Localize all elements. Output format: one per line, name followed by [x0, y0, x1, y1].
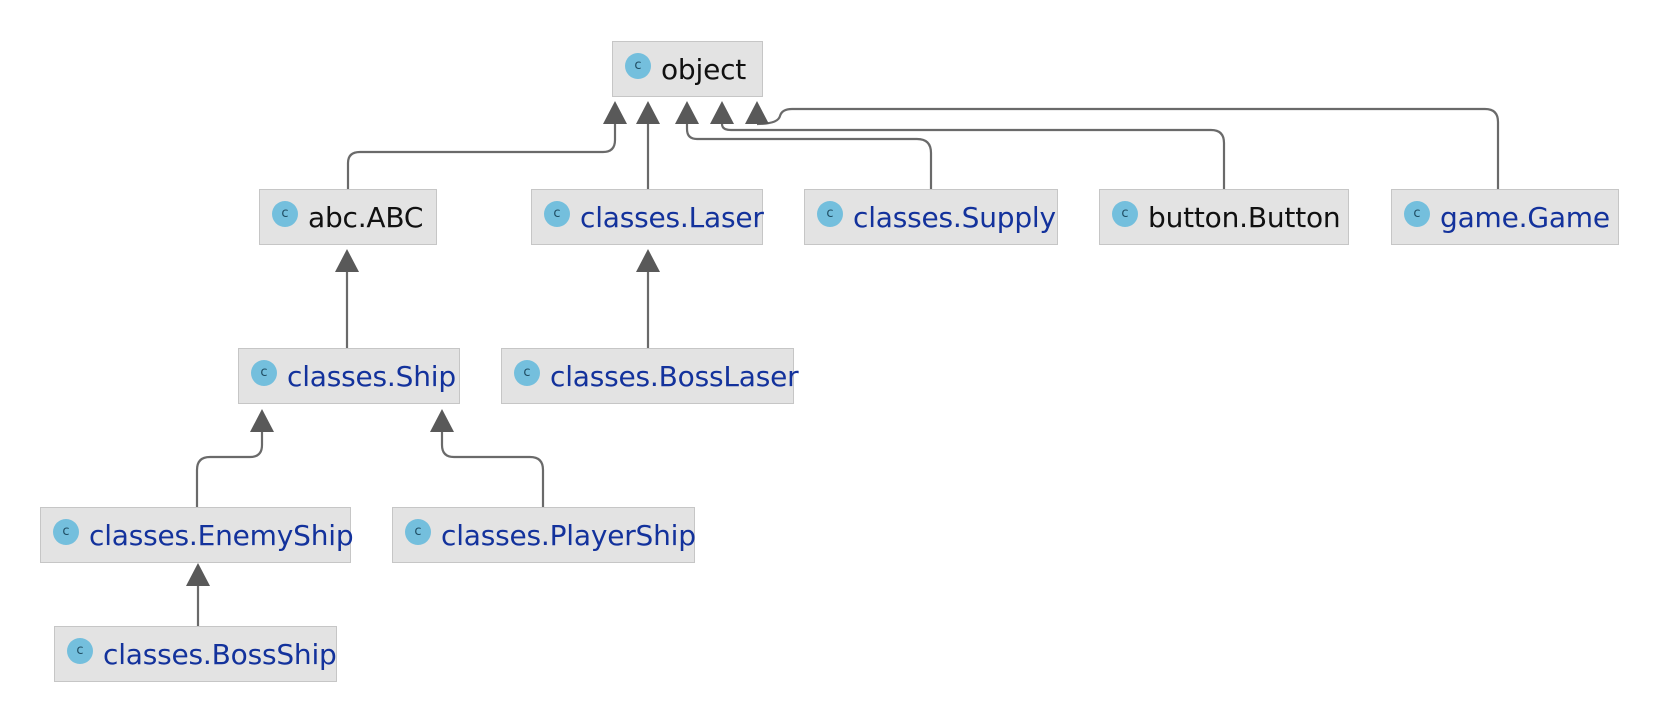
arrowhead-game-object: [745, 101, 769, 124]
class-icon: c: [514, 360, 540, 386]
class-icon: c: [625, 53, 651, 79]
class-icon: c: [251, 360, 277, 386]
edge-player-to-ship: [440, 432, 545, 507]
class-label: classes.PlayerShip: [441, 518, 696, 552]
class-icon: c: [67, 638, 93, 664]
arrowhead-bosslaser-laser: [636, 249, 660, 272]
class-label: classes.Supply: [853, 200, 1056, 234]
class-node-abc-abc[interactable]: c abc.ABC: [259, 189, 437, 245]
class-node-ship[interactable]: c classes.Ship: [238, 348, 460, 404]
class-node-supply[interactable]: c classes.Supply: [804, 189, 1058, 245]
class-node-boss-laser[interactable]: c classes.BossLaser: [501, 348, 799, 404]
edge-game-to-object: [756, 107, 1500, 189]
arrowhead-abc-object: [603, 101, 627, 124]
class-node-object[interactable]: c object: [612, 41, 763, 97]
class-icon: c: [1112, 201, 1138, 227]
class-node-enemy-ship[interactable]: c classes.EnemyShip: [40, 507, 354, 563]
class-label: game.Game: [1440, 200, 1610, 234]
class-node-boss-ship[interactable]: c classes.BossShip: [54, 626, 337, 682]
class-label: button.Button: [1148, 200, 1341, 234]
class-node-button[interactable]: c button.Button: [1099, 189, 1349, 245]
arrowhead-player-ship: [430, 409, 454, 432]
arrowhead-ship-abc: [335, 249, 359, 272]
class-icon: c: [817, 201, 843, 227]
arrowhead-enemy-ship: [250, 409, 274, 432]
class-icon: c: [272, 201, 298, 227]
arrowhead-button-object: [710, 101, 734, 124]
class-icon: c: [405, 519, 431, 545]
edge-supply-to-object: [685, 124, 933, 189]
edge-button-to-object: [720, 123, 1226, 189]
arrowhead-laser-object: [636, 101, 660, 124]
class-node-game[interactable]: c game.Game: [1391, 189, 1619, 245]
class-label: classes.Ship: [287, 359, 456, 393]
class-icon: c: [53, 519, 79, 545]
class-label: classes.BossLaser: [550, 359, 799, 393]
arrowhead-supply-object: [675, 101, 699, 124]
class-node-player-ship[interactable]: c classes.PlayerShip: [392, 507, 696, 563]
class-label: classes.BossShip: [103, 637, 337, 671]
arrowhead-boss-enemy: [186, 563, 210, 586]
class-icon: c: [544, 201, 570, 227]
class-label: abc.ABC: [308, 200, 424, 234]
edge-enemy-to-ship: [195, 432, 264, 507]
class-label: object: [661, 52, 747, 86]
edge-abc-to-object: [346, 124, 617, 189]
class-icon: c: [1404, 201, 1430, 227]
class-label: classes.Laser: [580, 200, 764, 234]
class-node-laser[interactable]: c classes.Laser: [531, 189, 764, 245]
class-label: classes.EnemyShip: [89, 518, 354, 552]
